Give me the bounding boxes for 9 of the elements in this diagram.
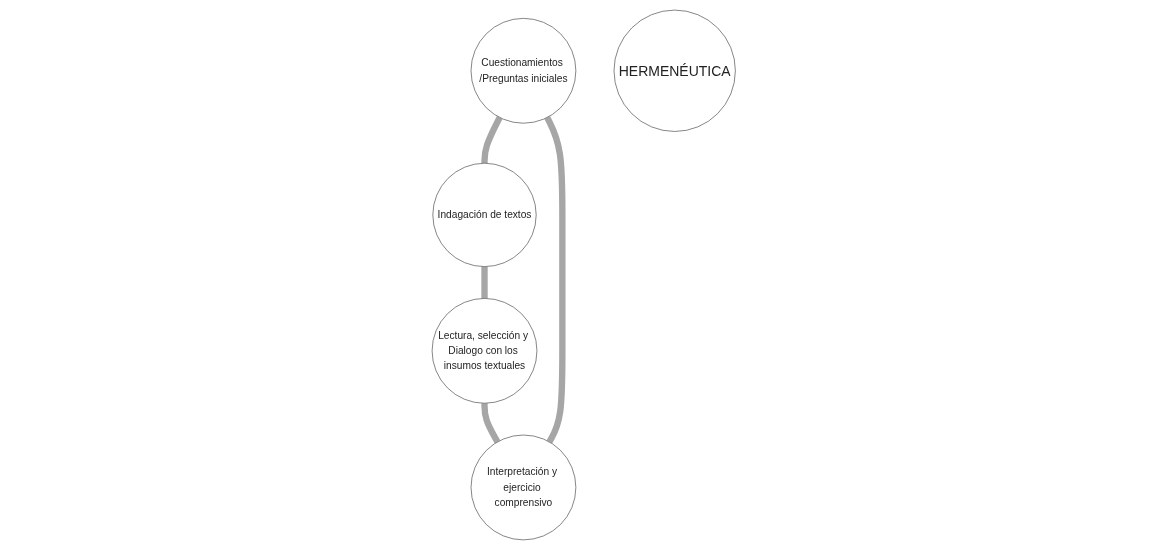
connector [481,266,488,299]
connector [544,116,566,444]
node-circle: HERMENÉUTICA [613,9,736,132]
connector [481,116,503,164]
node-circle: Indagación de textos [432,162,537,267]
connector [481,402,501,444]
node-circle: Interpretación y ejercicio comprensivo [470,434,577,541]
node-circle: Cuestionamientos /Preguntas iniciales [470,18,577,124]
node-circle: Lectura, selección y Dialogo con los insumos textuales [432,298,538,404]
